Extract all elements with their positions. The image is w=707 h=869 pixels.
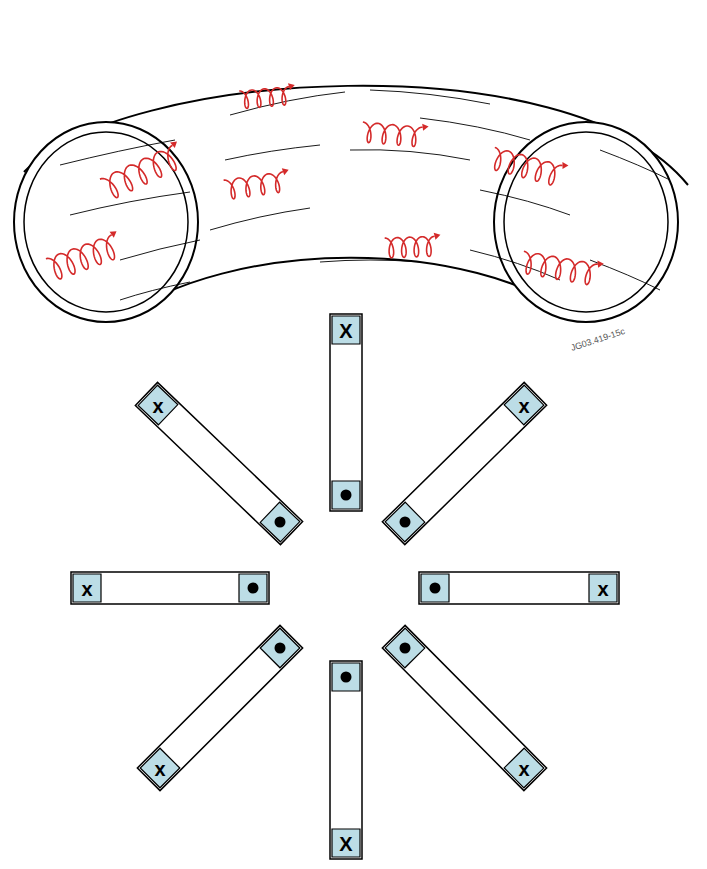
coil-terminal [332,316,360,344]
coil-conductor [382,625,546,790]
coil-conductor [419,572,619,604]
current-out-dot [341,672,352,683]
current-in-mark: x [518,759,529,779]
field-line [210,208,310,230]
coil-terminal [73,574,101,602]
helix-orbit [363,122,423,146]
torus-vessel [14,86,690,326]
coil-terminal [140,748,180,788]
current-in-mark: x [81,579,92,599]
field-line [320,260,420,262]
coil-terminal [385,628,425,668]
field-line [480,190,570,215]
coil-conductor [135,382,302,544]
field-line [230,92,345,115]
coil-conductor [382,382,546,544]
torus-body [14,87,690,326]
current-in-mark: x [152,396,163,416]
torus-end-outer [494,122,678,322]
coil-terminal [504,748,544,788]
current-out-dot [400,517,411,528]
current-out-dot [400,643,411,654]
current-in-mark: x [518,396,529,416]
helix-arrowhead [562,162,568,169]
helix-arrowhead [422,124,428,131]
torus-end-inner [504,132,668,312]
helix-arrowhead [288,83,295,90]
helix-orbit [224,172,283,199]
coil-terminal [385,502,425,542]
coil-terminal [138,385,178,425]
coil-terminal [504,385,544,425]
field-line [350,150,470,160]
field-line [225,145,320,160]
field-line [590,260,660,290]
coil-terminal [589,574,617,602]
coil-conductor [137,625,302,790]
current-in-mark: X [339,834,352,854]
helix-orbit [100,145,176,197]
field-line [370,90,490,104]
torus-end-outer [14,122,198,322]
current-in-mark: x [154,759,165,779]
helix-group [46,83,604,284]
coil-terminal [332,829,360,857]
current-in-mark: X [339,321,352,341]
coil-terminal [421,574,449,602]
coil-terminal [332,663,360,691]
field-line [600,150,670,180]
current-in-mark: x [597,579,608,599]
field-line [120,240,200,260]
helix-arrowhead [597,261,603,268]
coil-conductor [71,572,269,604]
coil-group [71,314,619,859]
current-out-dot [275,517,286,528]
helix-arrowhead [170,141,177,148]
coil-terminal [260,502,300,542]
coil-conductor [330,661,362,859]
helix-arrowhead [282,168,289,175]
helix-orbit [385,236,435,258]
current-out-dot [275,643,286,654]
helix-arrowhead [434,233,441,240]
helix-orbit [495,147,563,185]
coil-conductor [330,314,362,511]
current-out-dot [430,583,441,594]
helix-orbit [524,251,598,284]
coil-terminal [239,574,267,602]
coil-terminal [260,628,300,668]
figure-id: JG03.419-15c [570,327,627,353]
helix-arrowhead [110,231,117,237]
torus-end-inner [24,132,188,312]
current-out-dot [248,583,259,594]
field-line [70,192,190,215]
field-line [420,118,530,140]
coil-terminal [332,481,360,509]
current-out-dot [341,490,352,501]
field-line [120,282,190,300]
helix-orbit [239,87,289,109]
helix-orbit [46,235,115,279]
